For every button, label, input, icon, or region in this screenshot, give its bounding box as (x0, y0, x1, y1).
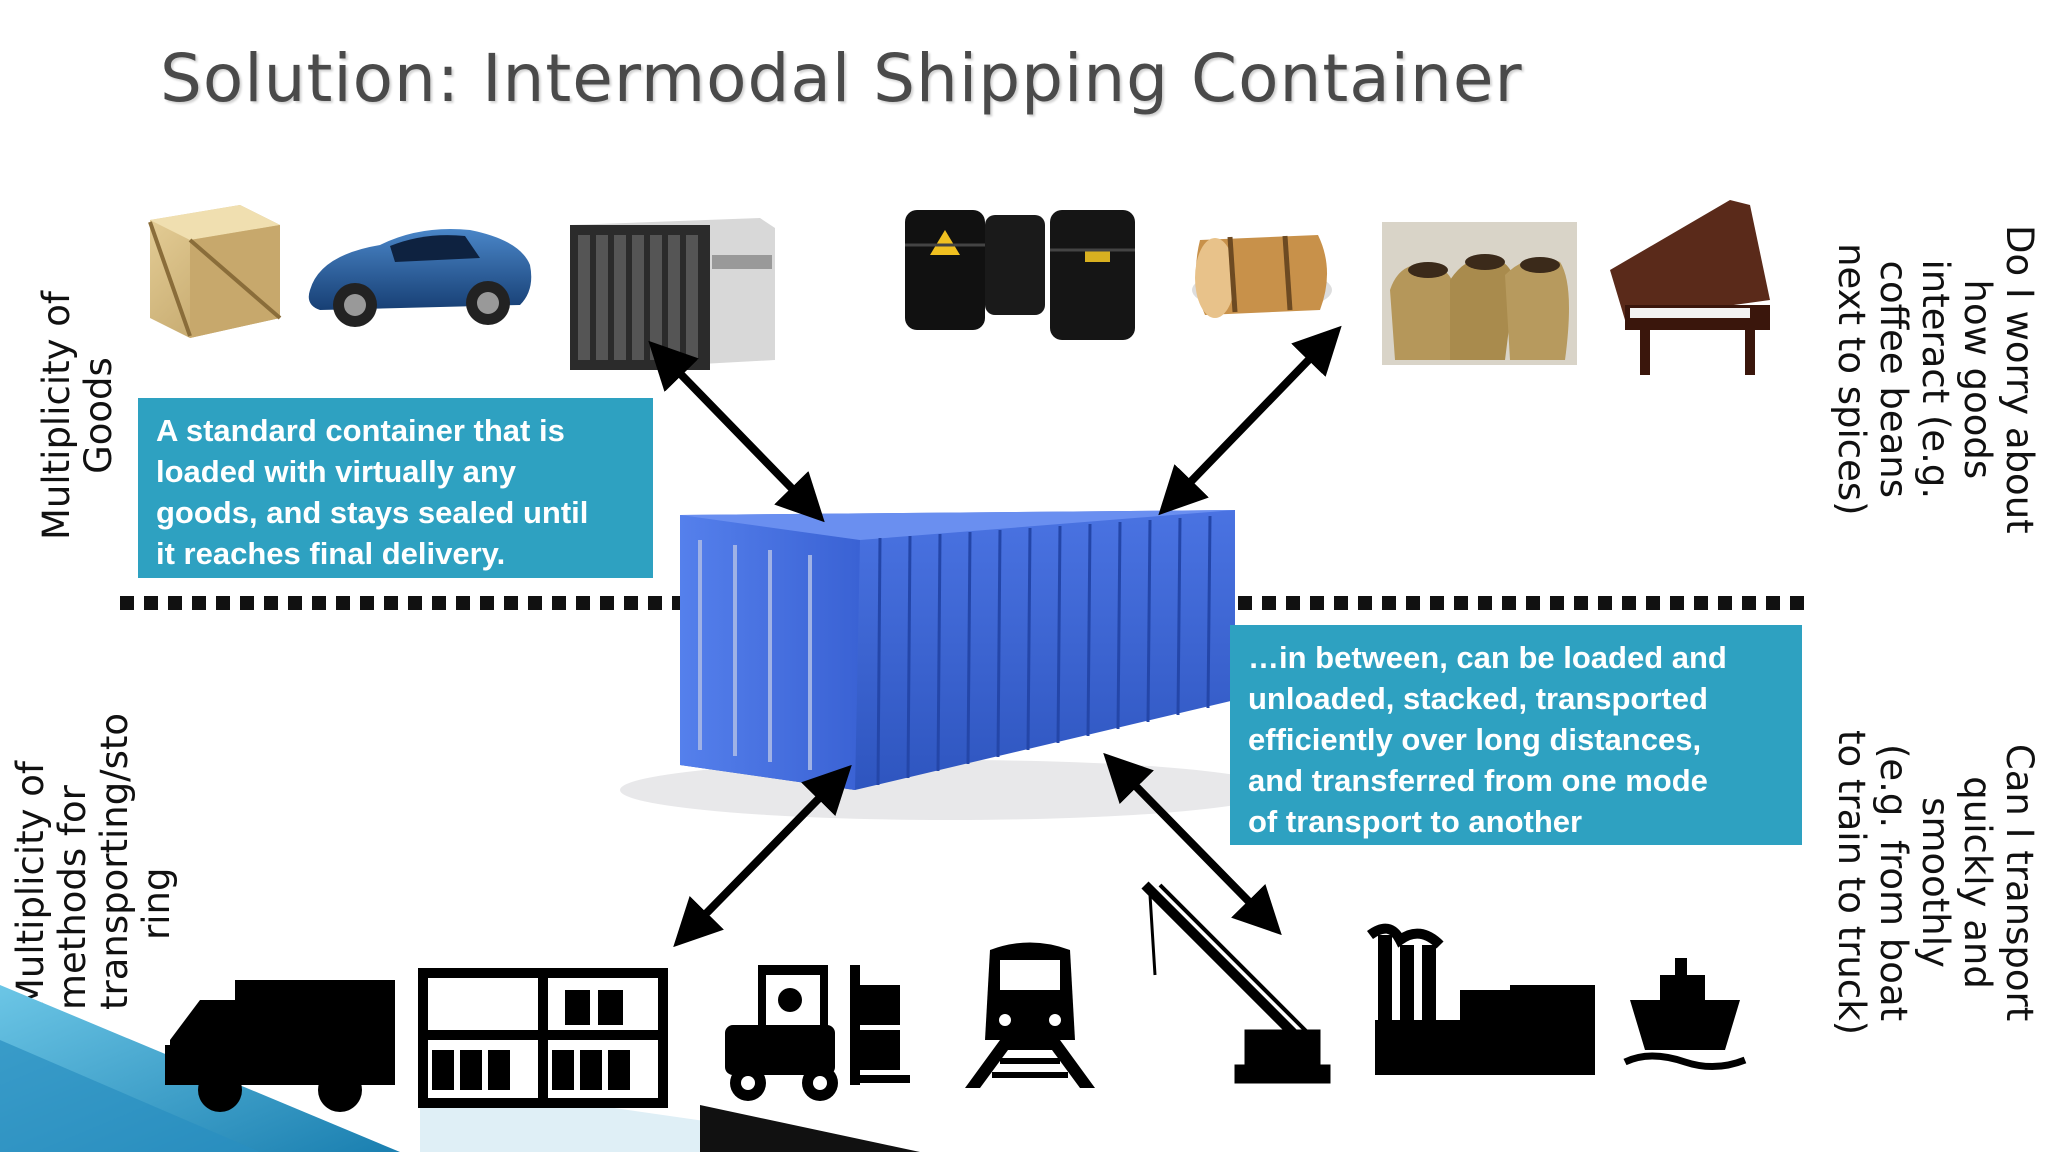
slide-title: Solution: Intermodal Shipping Container (160, 40, 1523, 117)
wooden-barrel-icon (1192, 235, 1332, 318)
arrow-transport-left (673, 764, 852, 948)
arrows (648, 325, 1342, 948)
divider-left (120, 596, 680, 610)
train-icon (965, 942, 1095, 1088)
coffee-sacks-icon (1382, 222, 1577, 365)
arrow-goods-right (1158, 325, 1342, 516)
forklift-icon (725, 965, 910, 1101)
callout-line: efficiently over long distances, (1248, 722, 1702, 757)
server-rack-icon (570, 218, 775, 370)
callout-line: it reaches final delivery. (156, 536, 506, 571)
arrow-transport-right (1103, 752, 1282, 936)
piano-icon (1610, 200, 1770, 375)
factory-icon (1367, 923, 1595, 1075)
sports-car-icon (308, 229, 532, 327)
warehouse-rack-icon (418, 968, 670, 1108)
callout-line: unloaded, stacked, transported (1248, 681, 1708, 716)
oil-barrels-icon (905, 210, 1135, 340)
truck-icon (165, 980, 395, 1112)
callout-line: loaded with virtually any (156, 454, 517, 489)
arrow-goods-left (648, 340, 825, 523)
callout-line: goods, and stays sealed until (156, 495, 589, 530)
callout-line: …in between, can be loaded and (1248, 640, 1727, 675)
container-sealed-callout: A standard container that is loaded with… (138, 398, 653, 578)
callout-line: and transferred from one mode (1248, 763, 1708, 798)
callout-line: A standard container that is (156, 413, 565, 448)
divider-right (1238, 596, 1808, 610)
ship-icon (1623, 958, 1747, 1070)
in-between-callout: …in between, can be loaded and unloaded,… (1230, 625, 1802, 845)
crate-icon (148, 205, 282, 338)
shipping-container-icon (620, 510, 1280, 820)
callout-line: of transport to another (1248, 804, 1583, 839)
crane-icon (1141, 881, 1331, 1084)
